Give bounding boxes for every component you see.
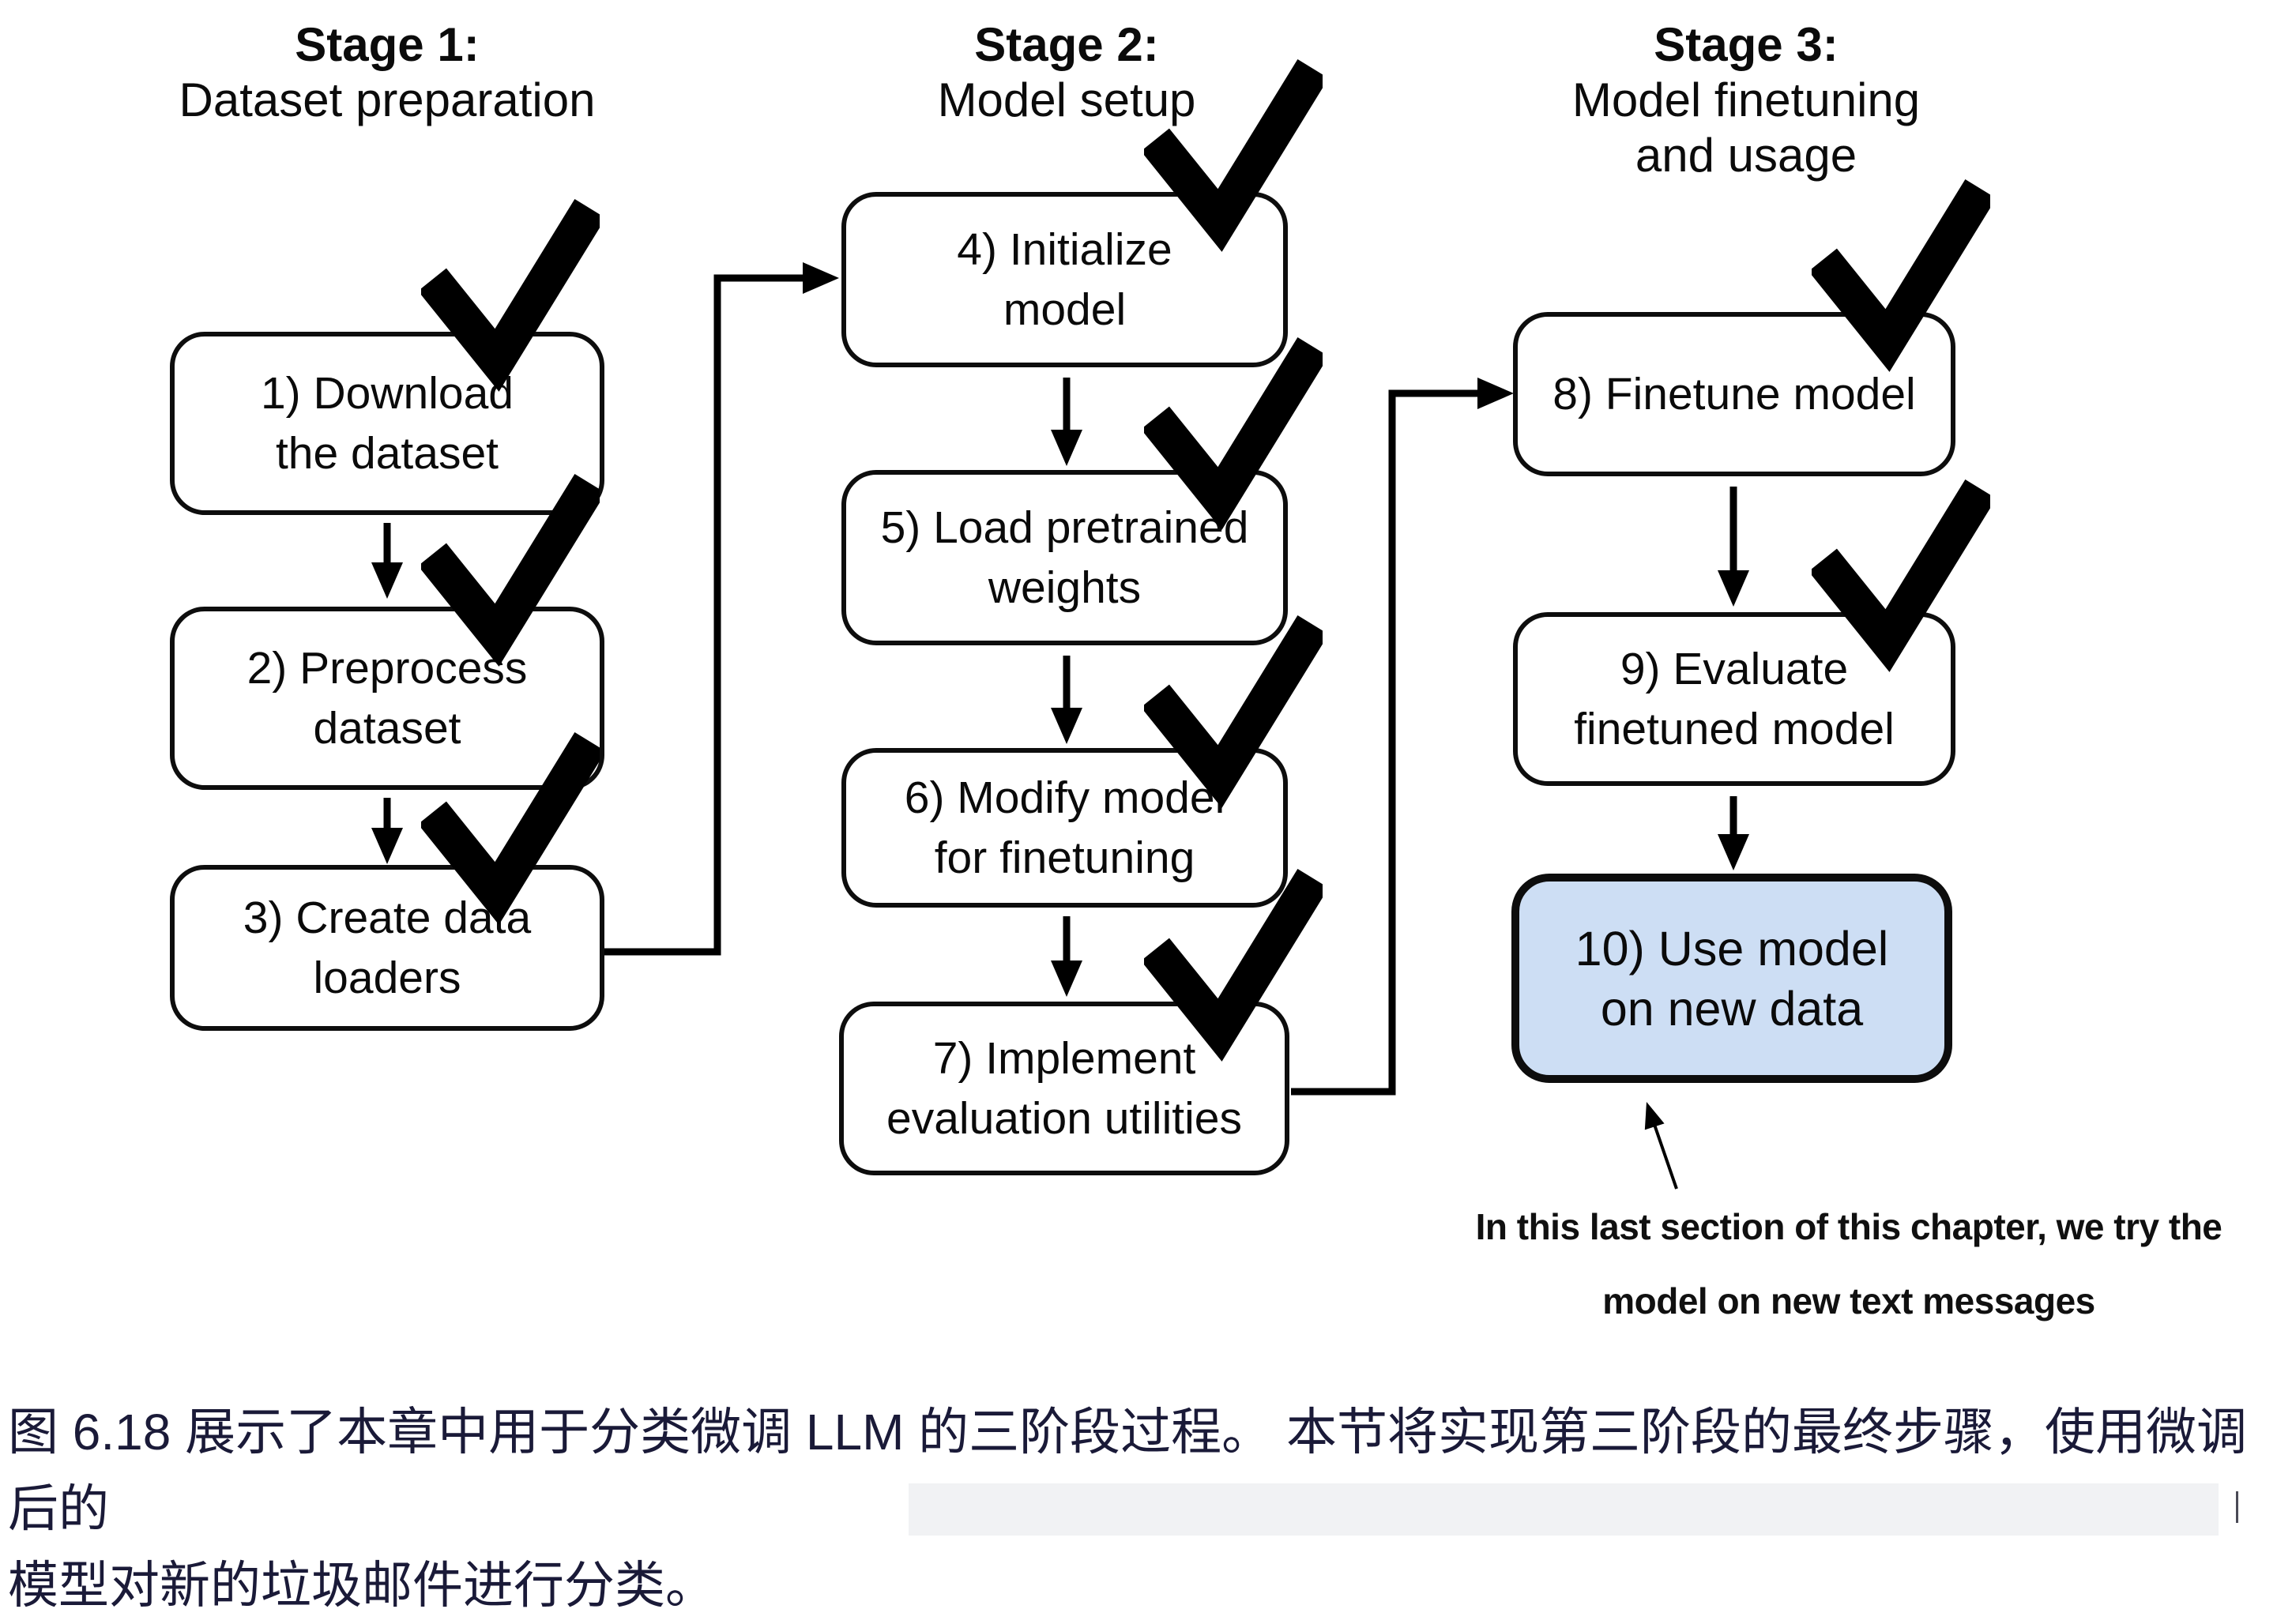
annotation-text: In this last section of this chapter, we… — [1475, 1206, 2222, 1321]
arrowhead-7-8 — [1477, 378, 1514, 409]
arrowhead-5-6 — [1051, 708, 1082, 744]
arrowhead-1-2 — [371, 562, 403, 599]
bottom-gray-band — [909, 1483, 2219, 1536]
arrowhead-4-5 — [1051, 430, 1082, 466]
annotation-arrow — [1644, 1102, 1678, 1190]
step-box-2: 2) Preprocess dataset — [170, 607, 604, 790]
arrowhead-3-4 — [803, 262, 839, 294]
stage-3-header: Stage 3: Model finetuning and usage — [1470, 17, 2023, 183]
stage-1-title: Stage 1: — [295, 18, 480, 71]
flow-connectors — [371, 262, 1749, 1190]
step-box-9: 9) Evaluate finetuned model — [1513, 612, 1955, 786]
connector-7-8 — [1291, 389, 1479, 1096]
arrowhead-8-9 — [1718, 570, 1749, 607]
stage-3-subtitle: Model finetuning and usage — [1571, 73, 1921, 182]
step-box-6: 6) Modify model for finetuning — [841, 748, 1288, 908]
arrowhead-6-7 — [1051, 960, 1082, 997]
step-box-8: 8) Finetune model — [1513, 312, 1955, 476]
stage-1-header: Stage 1: Dataset preparation — [111, 17, 664, 128]
stage-2-title: Stage 2: — [974, 18, 1159, 71]
step-box-3: 3) Create data loaders — [170, 865, 604, 1031]
connector-3-4 — [602, 274, 804, 956]
text-cursor — [2236, 1491, 2238, 1523]
step-box-1: 1) Download the dataset — [170, 332, 604, 515]
step-box-4: 4) Initialize model — [841, 192, 1288, 367]
arrowhead-2-3 — [371, 828, 403, 864]
step-box-5: 5) Load pretrained weights — [841, 470, 1288, 645]
step-box-7: 7) Implement evaluation utilities — [839, 1002, 1289, 1175]
arrowhead-9-10 — [1718, 834, 1749, 870]
stage-1-subtitle: Dataset preparation — [179, 73, 596, 126]
step-box-10: 10) Use model on new data — [1511, 874, 1952, 1083]
stage-3-title: Stage 3: — [1654, 18, 1839, 71]
